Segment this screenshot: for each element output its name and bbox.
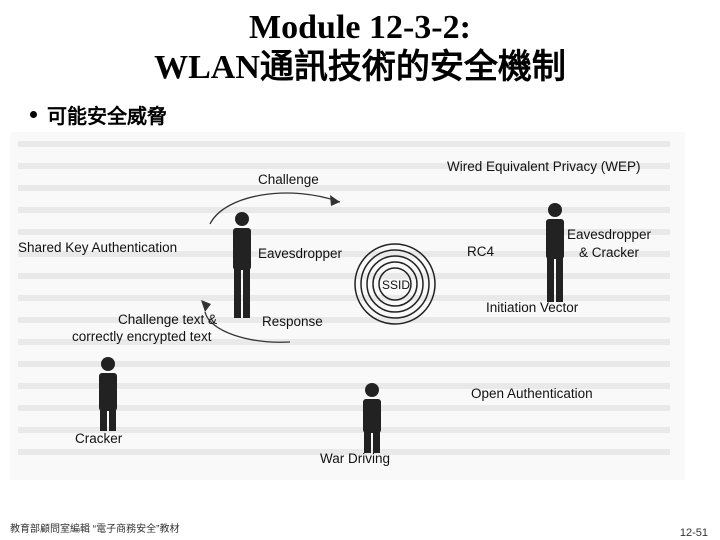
bullet-text: 可能安全威脅 <box>47 106 167 128</box>
person-eavesdropper-icon <box>233 212 251 318</box>
label-challenge-text-1: Challenge text & <box>118 312 217 327</box>
label-response: Response <box>262 314 323 329</box>
person-eavesdropper-cracker-icon <box>546 203 564 302</box>
label-challenge: Challenge <box>258 172 319 187</box>
label-rc4: RC4 <box>467 244 494 259</box>
label-challenge-text-2: correctly encrypted text <box>72 329 212 344</box>
ssid-signal-rings-icon <box>354 243 436 325</box>
label-war-driving: War Driving <box>320 451 390 466</box>
label-cracker: Cracker <box>75 431 123 446</box>
person-cracker-icon <box>99 357 117 431</box>
label-ssid: SSID <box>382 278 410 292</box>
wlan-threat-figure: Wired Equivalent Privacy (WEP) Challenge… <box>10 132 685 480</box>
figure-svg: Wired Equivalent Privacy (WEP) Challenge… <box>10 132 685 480</box>
label-eavesdropper: Eavesdropper <box>258 246 343 261</box>
label-eavesdropper-cracker-2: & Cracker <box>579 245 640 260</box>
slide-title: Module 12-3-2: WLAN通訊技術的安全機制 <box>0 8 720 88</box>
challenge-loop-arrow <box>204 192 341 343</box>
person-war-driving-icon <box>363 383 381 453</box>
label-eavesdropper-cracker-1: Eavesdropper <box>567 227 652 242</box>
label-initiation-vector: Initiation Vector <box>486 300 579 315</box>
label-open-auth: Open Authentication <box>471 386 593 401</box>
page-number: 12-51 <box>679 527 708 539</box>
footer-source: 教育部顧問室編輯 “電子商務安全”教材 <box>10 524 180 535</box>
bullet-dot-icon <box>30 111 37 118</box>
title-line-1: Module 12-3-2: <box>249 9 471 46</box>
bullet-item: 可能安全威脅 <box>30 100 167 129</box>
title-line-2: WLAN通訊技術的安全機制 <box>154 49 566 86</box>
label-shared-key-auth: Shared Key Authentication <box>18 240 177 255</box>
label-wep: Wired Equivalent Privacy (WEP) <box>447 159 641 174</box>
